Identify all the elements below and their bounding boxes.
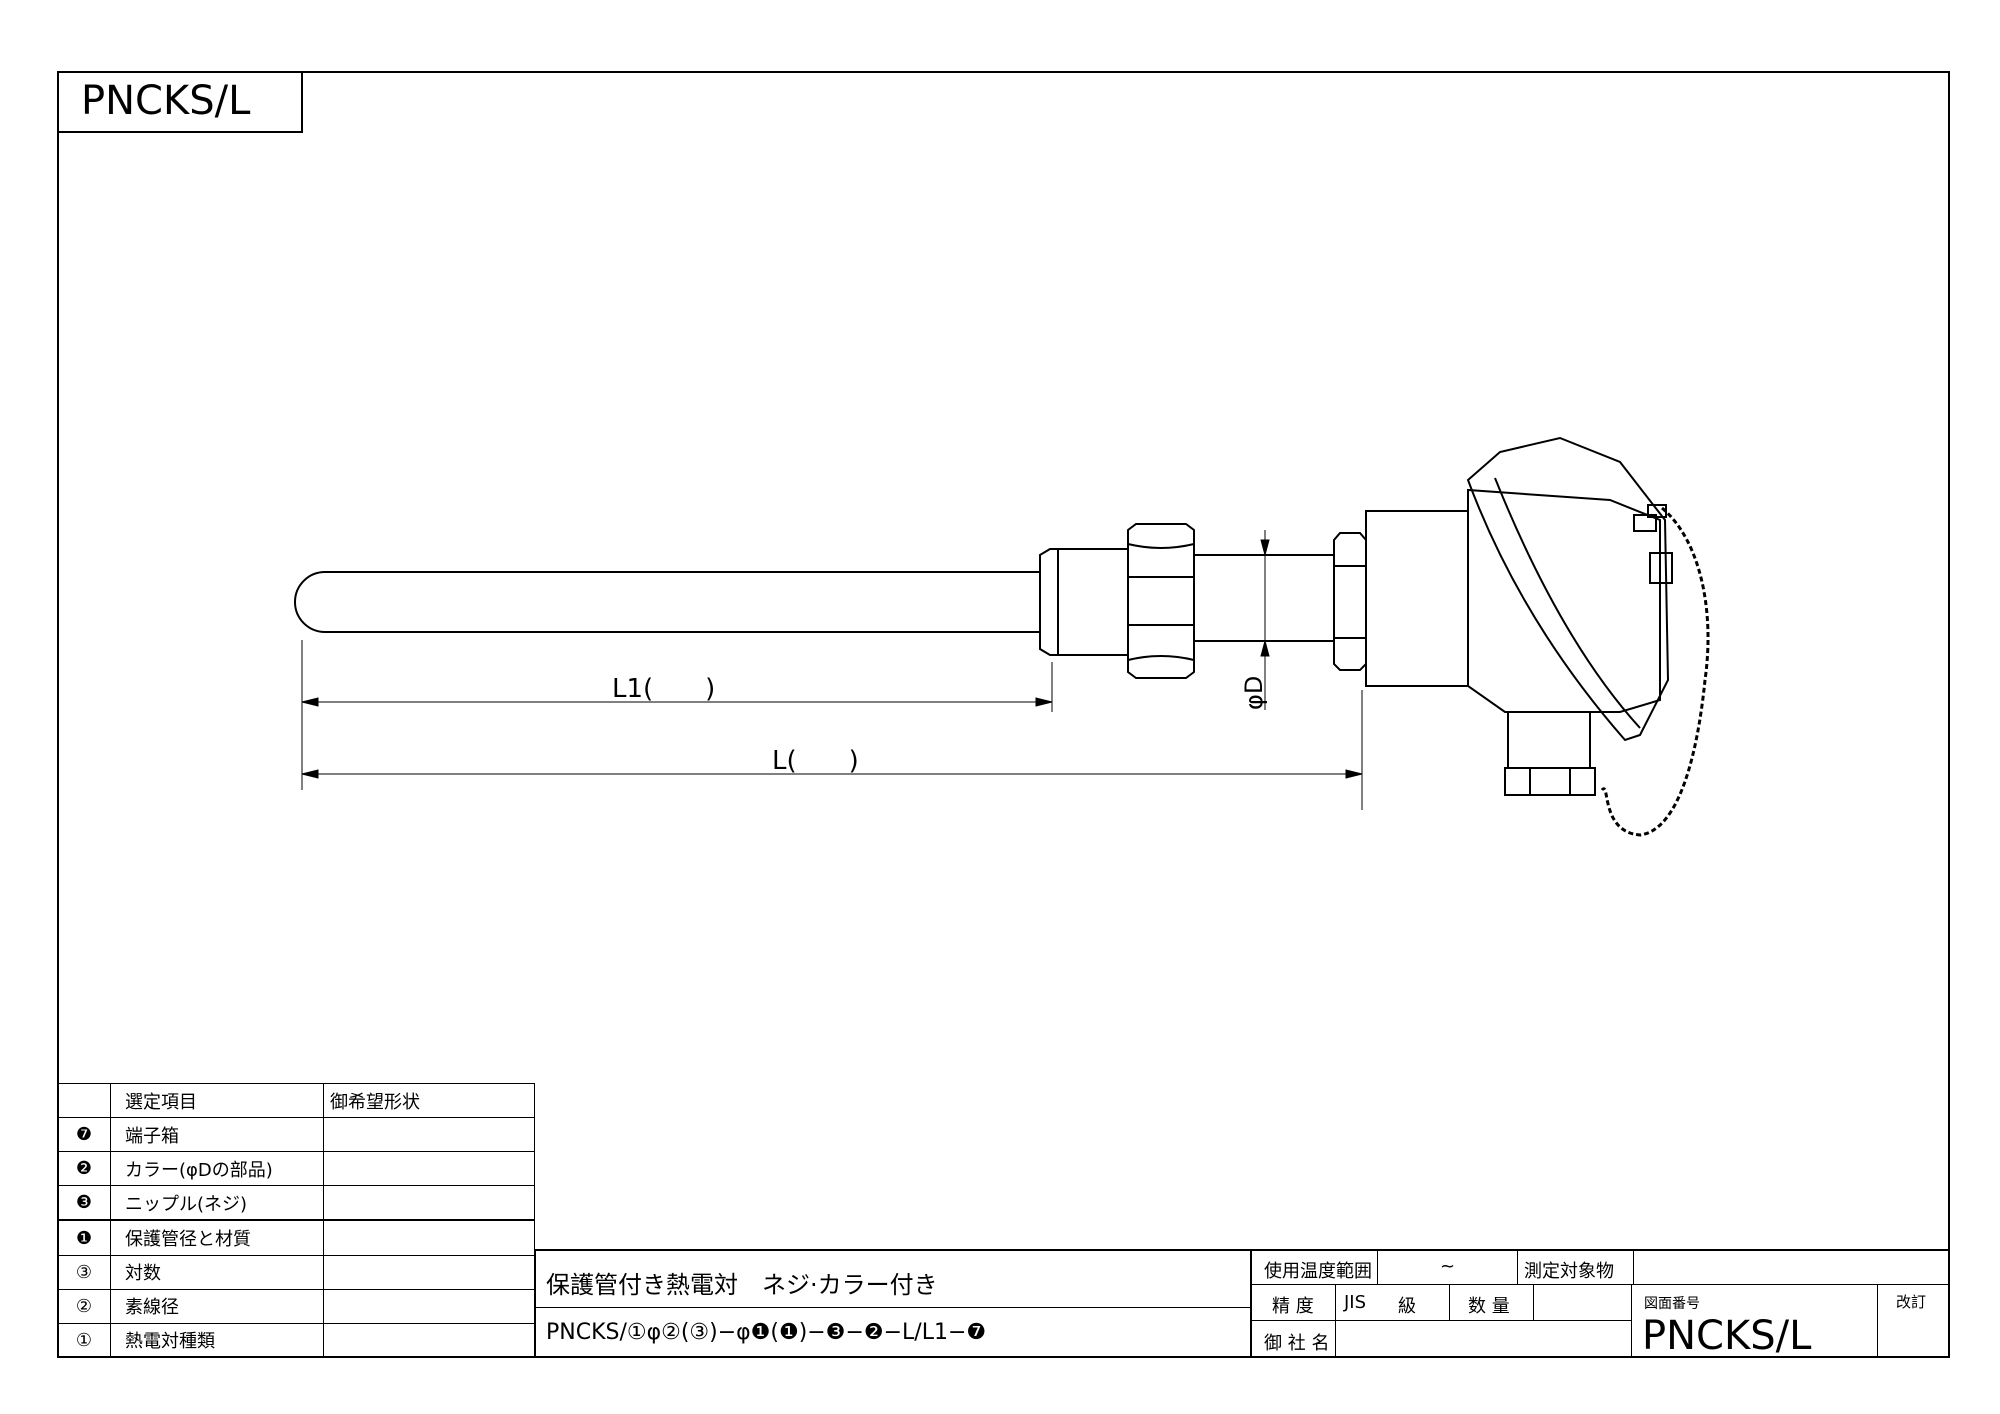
table-row: ❷ カラー(φDの部品) (57, 1151, 535, 1187)
row-num: ② (57, 1288, 111, 1324)
row-item: 熱電対種類 (110, 1322, 324, 1359)
row-num: ① (57, 1322, 111, 1359)
terminal-box (1467, 488, 1661, 713)
table-row: ❶ 保護管径と材質 (57, 1219, 535, 1256)
revision-label: 改訂 (1896, 1293, 1927, 1311)
quantity-value (1534, 1285, 1632, 1321)
dimension-lines (301, 530, 1363, 810)
temp-range-label: 使用温度範囲 (1252, 1251, 1378, 1285)
thermocouple-outline (294, 436, 1710, 837)
row-shape (323, 1185, 535, 1222)
temp-range-value: ~ (1378, 1251, 1518, 1285)
table-row: ❼ 端子箱 (57, 1117, 535, 1153)
collar (1193, 554, 1335, 642)
table-row: ① 熱電対種類 (57, 1322, 535, 1359)
row-item: ニップル(ネジ) (110, 1185, 324, 1222)
row-shape (323, 1288, 535, 1324)
drawing-title-tag: PNCKS/L (57, 71, 303, 133)
row-shape (323, 1254, 535, 1290)
protection-tube (294, 571, 1041, 633)
selection-table: 選定項目 御希望形状 ❼ 端子箱 ❷ カラー(φDの部品) ❸ ニップル(ネジ)… (57, 1082, 535, 1359)
measured-object-label: 測定対象物 (1518, 1251, 1634, 1285)
model-code: PNCKS/①φ②(③)−φ❶(❶)−❸−❷−L/L1−❼ (536, 1308, 1252, 1358)
measured-object-value (1634, 1251, 1950, 1285)
table-row: ③ 対数 (57, 1254, 535, 1290)
head-cover (1466, 436, 1670, 742)
class-label: 級 (1378, 1285, 1450, 1321)
drawing-number-cell: 図面番号 PNCKS/L (1632, 1285, 1878, 1359)
dim-d-label: φD (1240, 676, 1268, 710)
header-num (57, 1082, 111, 1119)
product-name: 保護管付き熱電対 ネジ·カラー付き (536, 1251, 1252, 1308)
row-shape (323, 1219, 535, 1256)
dim-l1-label: L1( ) (612, 674, 715, 704)
accuracy-label: 精 度 (1252, 1285, 1336, 1321)
head-body (1365, 510, 1469, 687)
row-num: ❷ (57, 1151, 111, 1187)
cable-gland (1507, 711, 1591, 769)
row-item: 端子箱 (110, 1117, 324, 1153)
nipple-thread (1039, 548, 1129, 656)
cover-chain (1600, 506, 1710, 837)
table-row: ❸ ニップル(ネジ) (57, 1185, 535, 1222)
row-shape (323, 1322, 535, 1359)
cover-screw (1633, 514, 1657, 532)
row-item: カラー(φDの部品) (110, 1151, 324, 1187)
row-item: 対数 (110, 1254, 324, 1290)
title-block: 保護管付き熱電対 ネジ·カラー付き PNCKS/①φ②(③)−φ❶(❶)−❸−❷… (534, 1249, 1950, 1359)
jis-label: JIS (1336, 1285, 1378, 1321)
row-shape (323, 1117, 535, 1153)
row-item: 保護管径と材質 (110, 1219, 324, 1256)
small-nut (1333, 532, 1367, 671)
customer-label: 御 社 名 (1252, 1321, 1336, 1358)
selection-table-header: 選定項目 御希望形状 (57, 1082, 535, 1119)
drawing-no: PNCKS/L (1642, 1313, 1812, 1359)
header-item: 選定項目 (110, 1082, 324, 1119)
customer-value (1336, 1321, 1632, 1358)
header-shape: 御希望形状 (323, 1082, 535, 1119)
row-item: 素線径 (110, 1288, 324, 1324)
row-shape (323, 1151, 535, 1187)
row-num: ❶ (57, 1219, 111, 1256)
row-num: ❼ (57, 1117, 111, 1153)
row-num: ③ (57, 1254, 111, 1290)
quantity-label: 数 量 (1450, 1285, 1534, 1321)
hex-nut (1127, 523, 1195, 679)
drawing-no-label: 図面番号 (1644, 1296, 1700, 1312)
table-row: ② 素線径 (57, 1288, 535, 1324)
drawing-frame (57, 71, 1950, 1358)
row-num: ❸ (57, 1185, 111, 1222)
dim-l-label: L( ) (772, 746, 859, 776)
